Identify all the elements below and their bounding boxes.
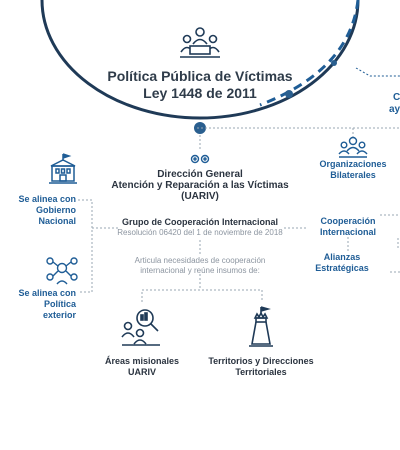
organizaciones-block: Organizaciones Bilaterales <box>310 159 396 181</box>
dashed-arc <box>259 0 360 107</box>
analysis-people-icon <box>121 309 160 346</box>
left-bracket <box>78 199 93 293</box>
network-people-icon <box>46 257 78 285</box>
national-line-2: Gobierno Nacional <box>36 205 76 226</box>
right-cut-text-2: ay <box>389 104 400 115</box>
articula-line-1: Articula necesidades de cooperación <box>134 256 266 265</box>
foreign-line-1: Se alinea con Política <box>18 288 76 309</box>
direccion-line-3: (UARIV) <box>181 191 219 202</box>
foreign-block: Se alinea con Política exterior <box>0 288 76 321</box>
direccion-line-1: Dirección General <box>157 169 243 180</box>
grupo-subtitle: Resolución 06420 del 1 de noviembre de 2… <box>117 228 283 237</box>
territorios-line-2: Territoriales <box>235 367 287 377</box>
title-line-1: Política Pública de Víctimas <box>107 68 293 84</box>
page-title: Política Pública de Víctimas Ley 1448 de… <box>70 68 330 102</box>
foreign-line-2: exterior <box>42 310 76 320</box>
bottom-bracket <box>141 289 263 302</box>
alianzas-block: Alianzas Estratégicas <box>300 252 384 274</box>
right-connector <box>355 67 400 77</box>
gears-icon <box>190 154 210 164</box>
national-line-1: Se alinea con <box>18 194 76 204</box>
areas-block: Áreas misionales UARIV <box>92 356 192 378</box>
org-line-1: Organizaciones <box>319 159 387 169</box>
territorios-line-1: Territorios y Direcciones <box>208 356 314 366</box>
direccion-general-block: Dirección General Atención y Reparación … <box>110 169 290 202</box>
coop-line-2: Internacional <box>319 227 376 237</box>
direccion-line-2: Atención y Reparación a las Víctimas <box>111 180 289 191</box>
territorial-tower-icon <box>249 306 273 347</box>
organizations-group-icon <box>338 136 368 158</box>
articula-block: Articula necesidades de cooperación inte… <box>120 256 280 276</box>
main-arc <box>40 0 360 120</box>
national-block: Se alinea con Gobierno Nacional <box>0 194 76 227</box>
grupo-cooperacion-block: Grupo de Cooperación Internacional Resol… <box>110 217 290 237</box>
title-line-2: Ley 1448 de 2011 <box>143 85 257 101</box>
cooperacion-block: Cooperación Internacional <box>306 216 390 238</box>
articula-line-2: internacional y reúne insumos de: <box>140 266 260 275</box>
areas-line-1: Áreas misionales <box>104 356 180 366</box>
government-building-icon <box>49 153 77 184</box>
arc-dot <box>285 90 293 98</box>
right-cut-text-1: C <box>393 92 400 103</box>
people-meeting-icon <box>180 27 220 58</box>
alianzas-line-2: Estratégicas <box>315 263 369 273</box>
coop-line-1: Cooperación <box>320 216 376 226</box>
areas-line-2: UARIV <box>127 367 156 377</box>
arc-dot <box>331 60 337 66</box>
main-node <box>194 122 206 134</box>
territorios-block: Territorios y Direcciones Territoriales <box>198 356 324 378</box>
org-line-2: Bilaterales <box>330 170 376 180</box>
alianzas-line-1: Alianzas <box>323 252 361 262</box>
grupo-title: Grupo de Cooperación Internacional <box>121 217 279 227</box>
